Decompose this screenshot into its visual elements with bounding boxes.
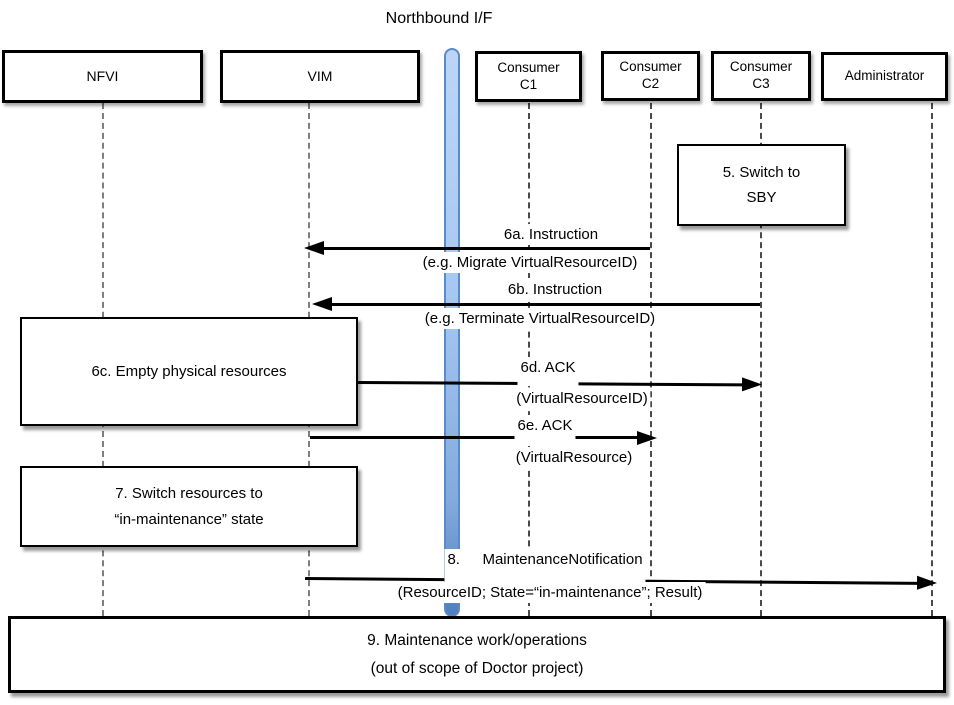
lifeline-administrator: [931, 103, 933, 616]
actor-label-c1: C1: [519, 76, 538, 92]
message-6d-param: (VirtualResourceID): [513, 388, 651, 409]
note-switch-to-sby: 5. Switch to SBY: [677, 144, 846, 226]
message-6b-label: 6b. Instruction: [504, 279, 606, 300]
message-6b-param: (e.g. Terminate VirtualResourceID): [421, 308, 659, 329]
actor-box-consumer-c1: Consumer C1: [475, 51, 582, 102]
message-6e-arrowhead-right: [637, 431, 657, 445]
note-text: “in-maintenance” state: [114, 510, 264, 528]
actor-label-c3: C3: [752, 76, 770, 91]
actor-box-consumer-c3: Consumer C3: [711, 51, 811, 101]
note-switch-in-maintenance: 7. Switch resources to “in-maintenance” …: [20, 466, 358, 547]
message-6b-arrowhead-left: [312, 297, 332, 311]
message-8-label: 8. MaintenanceNotification: [444, 549, 646, 584]
actor-label-nfvi: NFVI: [86, 67, 119, 84]
note-text: 7. Switch resources to: [115, 485, 263, 502]
message-6d-arrowhead-right: [741, 377, 763, 392]
message-6a-arrowhead-left: [304, 241, 324, 255]
actor-label-consumer: Consumer: [729, 59, 793, 75]
actor-label-administrator: Administrator: [844, 68, 925, 84]
message-8-arrowhead-right: [916, 575, 938, 590]
message-6a-param: (e.g. Migrate VirtualResourceID): [419, 252, 641, 273]
diagram-title: Northbound I/F: [385, 10, 493, 27]
actor-label-vim: VIM: [307, 67, 333, 84]
actor-label-consumer: Consumer: [497, 59, 560, 75]
actor-box-administrator: Administrator: [821, 52, 948, 101]
actor-label-consumer: Consumer: [619, 59, 682, 75]
message-6d-label: 6d. ACK: [517, 357, 579, 386]
message-6e-label: 6e. ACK: [514, 415, 576, 446]
note-text: (out of scope of Doctor project): [370, 659, 584, 677]
actor-box-consumer-c2: Consumer C2: [601, 51, 700, 101]
lifeline-consumer-c3: [760, 103, 762, 616]
note-text: SBY: [746, 189, 777, 206]
message-6e-line: [310, 436, 640, 439]
message-6b-line: [328, 303, 760, 306]
message-8-param: (ResourceID; State=“in-maintenance”; Res…: [394, 582, 706, 603]
note-empty-physical-resources: 6c. Empty physical resources: [20, 317, 358, 426]
note-maintenance-work: 9. Maintenance work/operations (out of s…: [8, 616, 946, 693]
message-6a-line: [320, 247, 650, 250]
northbound-if-bar: [444, 48, 460, 617]
note-text: 9. Maintenance work/operations: [367, 631, 587, 649]
note-text: 6c. Empty physical resources: [91, 362, 287, 380]
actor-box-vim: VIM: [220, 50, 420, 103]
actor-label-c2: C2: [641, 76, 660, 91]
lifeline-consumer-c2: [650, 103, 652, 616]
message-6e-param: (VirtualResource): [512, 447, 636, 468]
message-6a-label: 6a. Instruction: [500, 224, 602, 245]
note-text: 5. Switch to: [722, 163, 801, 181]
actor-box-nfvi: NFVI: [2, 50, 203, 103]
